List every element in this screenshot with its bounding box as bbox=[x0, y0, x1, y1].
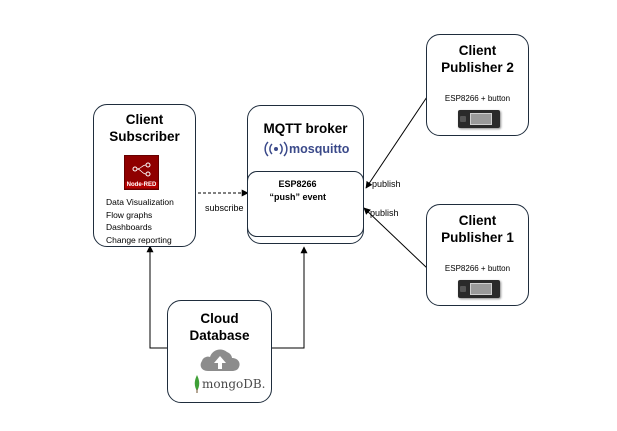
client-publisher-1-box: Client Publisher 1 ESP8266 + button bbox=[426, 204, 529, 306]
feature-item: Dashboards bbox=[106, 222, 152, 232]
mosquitto-logo: mosquitto bbox=[264, 140, 349, 158]
subscribe-label: subscribe bbox=[205, 203, 244, 213]
mongodb-label: mongoDB. bbox=[202, 377, 266, 391]
nodered-logo: Node-RED bbox=[124, 155, 159, 190]
subscriber-title-line2: Subscriber bbox=[109, 129, 180, 144]
mongodb-logo: mongoDB. bbox=[193, 374, 266, 394]
client-publisher-2-box: Client Publisher 2 ESP8266 + button bbox=[426, 34, 529, 136]
publish-arrow-bottom bbox=[363, 207, 428, 269]
publisher1-title-line1: Client bbox=[458, 213, 497, 228]
mosquitto-label: mosquitto bbox=[289, 142, 350, 156]
flow-icon bbox=[132, 162, 151, 177]
publisher2-title-line2: Publisher 2 bbox=[441, 60, 514, 75]
inner-line2: “push” event bbox=[269, 192, 327, 202]
database-title-line2: Database bbox=[189, 328, 250, 343]
esp8266-board-icon bbox=[458, 110, 500, 128]
publisher2-device-label: ESP8266 + button bbox=[444, 94, 511, 103]
subscriber-title-line1: Client bbox=[125, 112, 164, 127]
broker-title: MQTT broker bbox=[263, 121, 348, 136]
publisher1-title-line2: Publisher 1 bbox=[441, 230, 514, 245]
db-to-broker-arrow bbox=[272, 246, 308, 349]
broker-inner-box: ESP8266 “push” event bbox=[246, 171, 364, 237]
publish-label-bottom: publish bbox=[370, 208, 399, 218]
mqtt-broker-box: MQTT broker mosquitto ESP8266 “push” eve… bbox=[246, 105, 364, 244]
publisher1-device-label: ESP8266 + button bbox=[444, 264, 511, 273]
db-to-subscriber-arrow bbox=[146, 245, 168, 349]
client-subscriber-box: Client Subscriber Node-RED Data Visualiz… bbox=[93, 104, 196, 247]
antenna-icon bbox=[264, 141, 288, 157]
feature-item: Flow graphs bbox=[106, 209, 153, 220]
cloud-upload-icon bbox=[200, 349, 240, 371]
inner-line1: ESP8266 bbox=[278, 179, 317, 189]
publish-arrow-top bbox=[365, 84, 436, 189]
feature-item: Data Visualization bbox=[106, 197, 174, 207]
mongodb-leaf-icon bbox=[194, 375, 200, 393]
esp8266-board-icon bbox=[458, 280, 500, 298]
feature-item: Change reporting bbox=[106, 234, 172, 245]
nodered-label: Node-RED bbox=[125, 182, 158, 188]
publish-label-top: publish bbox=[372, 179, 401, 189]
database-title-line1: Cloud bbox=[200, 311, 239, 326]
publisher2-title-line1: Client bbox=[458, 43, 497, 58]
cloud-database-box: Cloud Database mongoDB. bbox=[167, 300, 272, 403]
